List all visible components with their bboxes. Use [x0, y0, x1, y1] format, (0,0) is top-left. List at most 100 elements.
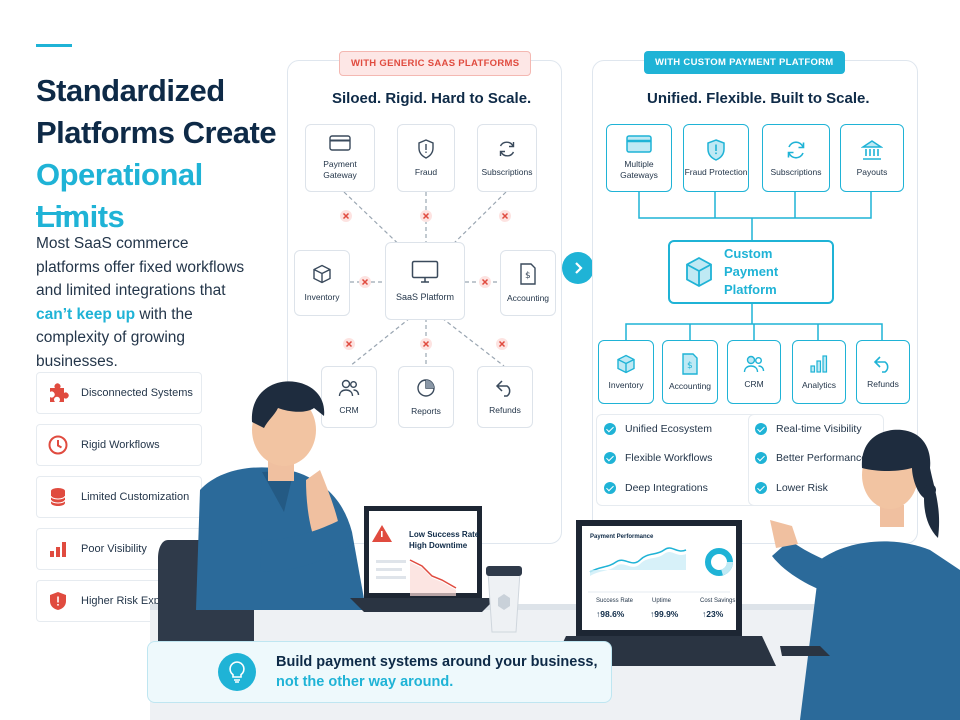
pain-point-disconnected: Disconnected Systems — [36, 372, 202, 414]
pain-point-customization: Limited Customization — [36, 476, 202, 518]
node-label: Inventory — [608, 379, 644, 390]
cube-icon — [686, 256, 712, 288]
metric-success-value: ↑98.6% — [596, 609, 625, 619]
node-label: Payment Gateway — [323, 159, 357, 180]
custom-panel-headline: Unified. Flexible. Built to Scale. — [647, 90, 870, 107]
pain-point-rigid: Rigid Workflows — [36, 424, 202, 466]
box-icon — [313, 264, 331, 283]
bar-chart-icon — [50, 542, 66, 557]
custom-panel-tag: WITH CUSTOM PAYMENT PLATFORM — [644, 51, 845, 74]
banner-line-1: Build payment systems around your busine… — [276, 654, 598, 670]
lightbulb-icon — [218, 653, 256, 691]
custom-node-fraud-protection: Fraud Protection — [683, 124, 749, 192]
custom-node-crm: CRM — [727, 340, 781, 404]
database-icon — [50, 488, 66, 506]
generic-panel-headline: Siloed. Rigid. Hard to Scale. — [332, 90, 532, 107]
generic-node-reports: Reports — [398, 366, 454, 428]
node-label: Subscriptions — [481, 166, 533, 177]
banner-line-2: not the other way around. — [276, 674, 454, 690]
shield-alert-icon — [50, 592, 66, 610]
benefit-flexible-workflows: Flexible Workflows — [604, 452, 712, 464]
users-icon — [743, 355, 765, 372]
node-label: Fraud Protection — [684, 166, 748, 177]
metric-uptime-value: ↑99.9% — [650, 609, 679, 619]
title-line-1: Standardized — [36, 73, 225, 108]
central-label: Custom Payment Platform — [724, 246, 779, 297]
return-arrow-icon — [495, 379, 511, 397]
clock-icon — [48, 435, 68, 455]
benefits-card-left — [596, 414, 770, 506]
refresh-icon — [499, 140, 515, 157]
credit-card-icon — [626, 135, 652, 153]
node-label: Inventory — [304, 291, 340, 302]
benefit-label: Flexible Workflows — [625, 452, 713, 464]
check-icon — [604, 482, 616, 494]
check-icon — [755, 482, 767, 494]
title-line-3: Operational Limits — [36, 157, 203, 234]
node-label: CRM — [744, 378, 764, 389]
benefit-better-performance: Better Performance — [755, 452, 867, 464]
left-laptop-alert: Low Success Rate High Downtime — [409, 529, 479, 551]
description-part-2: with the complexity of growing businesse… — [36, 305, 193, 370]
generic-node-subscriptions: Subscriptions — [477, 124, 537, 192]
page-title: Standardized Platforms Create Operationa… — [36, 70, 286, 238]
pain-point-label: Rigid Workflows — [81, 439, 160, 451]
custom-node-payouts: Payouts — [840, 124, 904, 192]
return-arrow-icon — [873, 355, 889, 373]
check-icon — [755, 452, 767, 464]
benefit-lower-risk: Lower Risk — [755, 482, 828, 494]
node-label: Accounting — [506, 292, 550, 303]
document-dollar-icon: $ — [682, 352, 698, 375]
benefit-unified-ecosystem: Unified Ecosystem — [604, 423, 712, 435]
document-dollar-icon: $ — [520, 262, 536, 285]
puzzle-icon — [50, 383, 69, 402]
check-icon — [604, 452, 616, 464]
metric-success-label: Success Rate — [596, 598, 634, 604]
description-highlight: can’t keep up — [36, 305, 136, 323]
bar-chart-icon — [810, 354, 828, 373]
pie-chart-icon — [417, 378, 435, 397]
shield-icon — [707, 138, 725, 161]
generic-node-inventory: Inventory — [294, 250, 350, 316]
pain-point-label: Limited Customization — [81, 491, 190, 503]
refresh-icon — [787, 140, 805, 159]
shield-icon — [418, 138, 434, 159]
generic-node-fraud: Fraud — [397, 124, 455, 192]
right-laptop-title: Payment Performance — [590, 534, 654, 540]
node-label: Reports — [411, 405, 441, 416]
benefit-label: Deep Integrations — [625, 482, 708, 494]
node-label: CRM — [339, 404, 359, 415]
bottom-banner: Build payment systems around your busine… — [147, 641, 612, 703]
alert-line-1: Low Success Rate — [409, 530, 480, 539]
pain-point-label: Poor Visibility — [81, 543, 147, 555]
node-label: SaaS Platform — [395, 291, 455, 302]
accent-line-middle — [36, 212, 72, 215]
svg-text:$: $ — [525, 271, 531, 281]
benefit-label: Lower Risk — [776, 482, 828, 494]
custom-node-inventory: Inventory — [598, 340, 654, 404]
custom-node-refunds: Refunds — [856, 340, 910, 404]
node-label: Fraud — [414, 166, 438, 177]
bank-icon — [861, 139, 883, 160]
metric-savings-value: ↑23% — [702, 609, 724, 619]
generic-center-saas-platform: SaaS Platform — [385, 242, 465, 320]
custom-center-platform: Custom Payment Platform — [668, 240, 834, 304]
chevron-right-icon — [575, 262, 583, 274]
alert-line-2: High Downtime — [409, 541, 468, 550]
generic-node-refunds: Refunds — [477, 366, 533, 428]
node-label: Multiple Gateways — [620, 159, 658, 180]
generic-node-crm: CRM — [321, 366, 377, 428]
users-icon — [338, 379, 360, 396]
next-arrow-button[interactable] — [562, 252, 594, 284]
generic-node-payment-gateway: Payment Gateway — [305, 124, 375, 192]
monitor-icon — [411, 260, 439, 283]
node-label: Accounting — [668, 380, 712, 391]
check-icon — [755, 423, 767, 435]
metric-savings-label: Cost Savings — [700, 598, 736, 604]
custom-node-subscriptions: Subscriptions — [762, 124, 830, 192]
svg-text:$: $ — [687, 361, 693, 371]
accent-line-top — [36, 44, 72, 47]
generic-node-accounting: $ Accounting — [500, 250, 556, 316]
